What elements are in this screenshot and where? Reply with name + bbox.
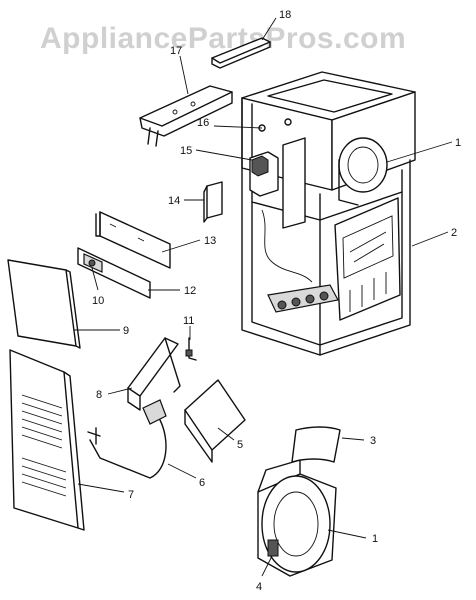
part-8-bracket [127,337,181,411]
callout-label-12: 12 [184,285,196,297]
callout-label-15: 15 [180,145,192,157]
part-7-lower-door [9,349,85,531]
part-13-bracket [95,211,171,269]
callout-14: 14 [168,195,204,207]
callout-12: 12 [148,285,196,297]
part-6-hose-switch [87,399,167,479]
callout-1-top: 1 [386,137,461,163]
callout-label-9: 9 [123,325,129,337]
callout-5: 5 [217,427,243,451]
callout-label-1-bottom: 1 [372,533,378,545]
callout-label-6: 6 [199,477,205,489]
part-18-top-rail [211,37,271,69]
part-3-cutoff-plate [291,426,341,463]
callout-4: 4 [256,555,273,593]
callout-1-bottom: 1 [327,529,378,545]
callout-label-4: 4 [256,581,262,593]
callout-label-1-top: 1 [455,137,461,149]
part-1-blower-assembly [257,459,337,577]
callout-label-2: 2 [451,227,457,239]
callout-label-3: 3 [370,435,376,447]
callout-17: 17 [170,45,189,95]
part-1-inducer-blower [338,137,388,206]
callout-label-18: 18 [279,9,291,21]
callout-label-16: 16 [197,117,209,129]
callout-9: 9 [74,325,129,337]
callout-8: 8 [96,387,133,401]
callout-18: 18 [261,9,291,41]
callout-15: 15 [180,145,253,161]
part-5-bracket [184,379,246,463]
callout-label-7: 7 [128,489,134,501]
callout-label-8: 8 [96,389,102,401]
part-2-cabinet [241,71,416,356]
part-12-control-board [77,247,151,299]
callout-16: 16 [197,117,263,129]
callout-7: 7 [77,483,134,501]
callout-label-5: 5 [237,439,243,451]
callout-label-17: 17 [170,45,182,57]
callout-2: 2 [411,227,457,247]
callout-label-10: 10 [92,295,104,307]
callout-11: 11 [183,315,194,340]
callout-10: 10 [91,267,104,307]
part-11-clip [185,337,197,361]
callout-13: 13 [161,235,216,253]
part-14-plate [203,181,223,223]
callout-6: 6 [167,463,205,489]
part-9-upper-panel [7,259,81,349]
callout-label-14: 14 [168,195,180,207]
callout-label-13: 13 [204,235,216,247]
part-17-bracket [139,85,233,147]
callout-label-11: 11 [183,315,194,327]
callout-3: 3 [341,435,376,447]
watermark-text: AppliancePartsPros.com [40,22,406,55]
